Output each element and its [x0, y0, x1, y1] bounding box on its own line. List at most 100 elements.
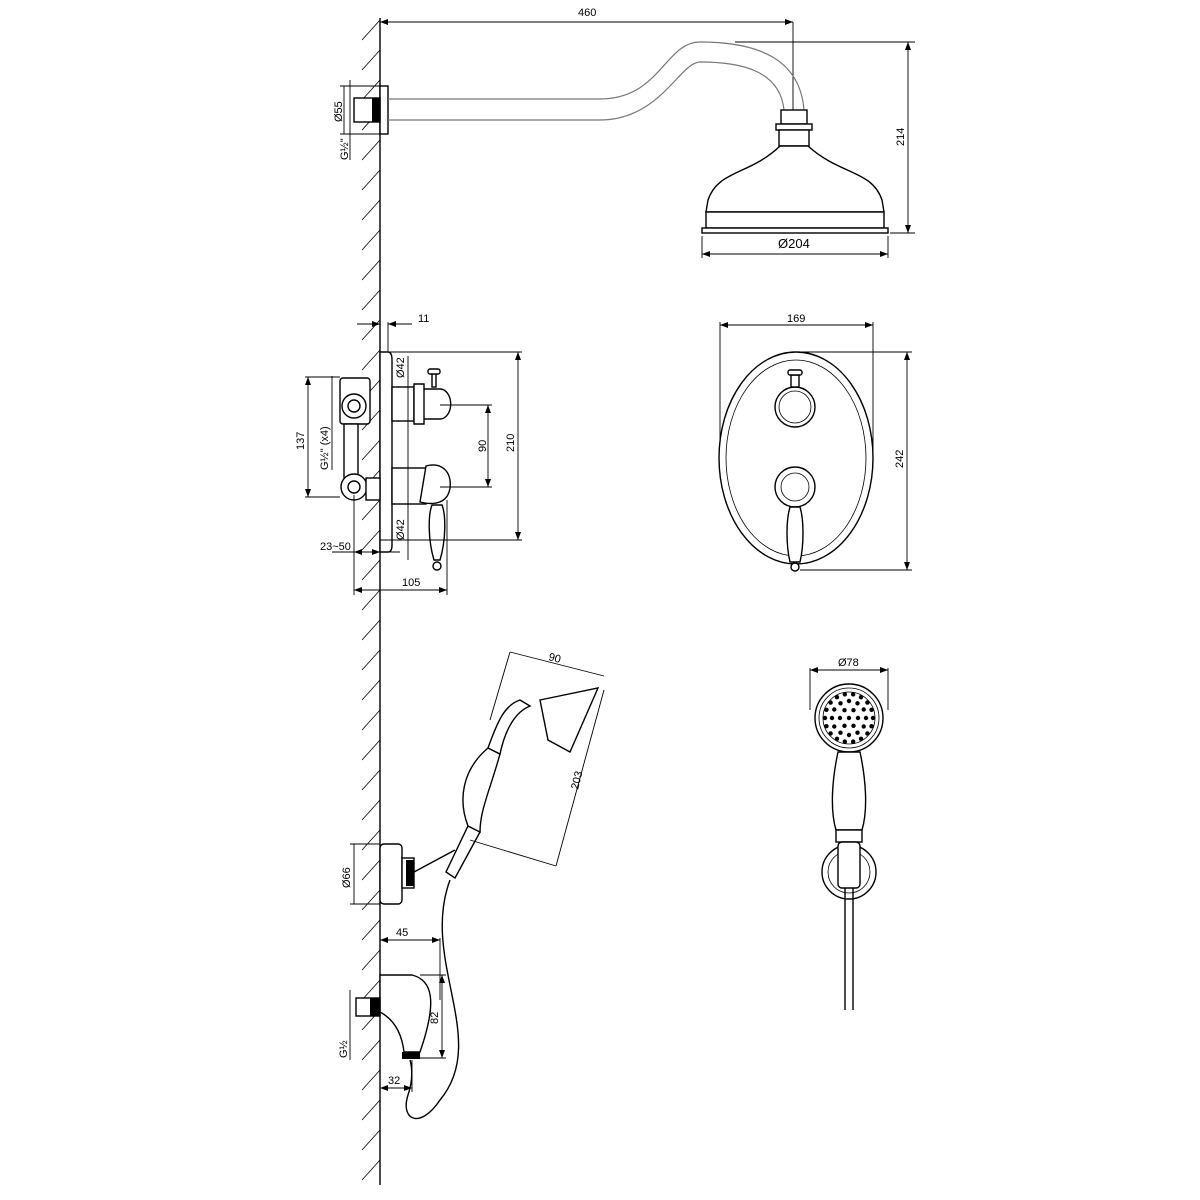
hand-shower-handle — [462, 747, 501, 834]
wall-outlet — [379, 974, 432, 1053]
wall-hatch-line — [361, 769, 381, 791]
nozzle — [850, 739, 856, 744]
wall-hatch-line — [361, 499, 381, 521]
hand-shower-front-view: Ø78 — [809, 657, 889, 1010]
head-width-label: 90 — [547, 651, 562, 666]
wall-hatch-line — [361, 19, 381, 41]
outlet-depth-label: 45 — [396, 927, 408, 939]
hand-shower-length-label: 203 — [569, 770, 585, 791]
holder-flange — [379, 843, 403, 905]
nozzle — [842, 723, 847, 728]
wall-hatch-line — [361, 799, 381, 821]
shower-head — [705, 145, 885, 213]
wall-hatch-line — [361, 79, 381, 101]
wall-hatch-line — [361, 979, 381, 1001]
nozzle — [858, 736, 864, 741]
plate-height-label: 210 — [505, 434, 517, 452]
mixer-thread-label: G½" (x4) — [319, 426, 331, 470]
head-diameter-label: Ø204 — [778, 236, 810, 251]
wall-hatch-line — [361, 199, 381, 221]
plate-depth-label: 11 — [418, 313, 429, 325]
nozzle — [842, 739, 848, 744]
wall-hatch-line — [361, 649, 381, 671]
nozzle — [858, 695, 864, 700]
wall-hatch-line — [361, 889, 381, 911]
outlet-height-label: 82 — [429, 1012, 441, 1024]
nozzle — [869, 707, 874, 712]
knob-spacing-label: 90 — [477, 440, 489, 452]
nozzle — [842, 692, 848, 697]
nozzle — [838, 701, 843, 706]
nozzle — [822, 715, 828, 721]
wall-flange — [379, 85, 389, 135]
wall-hatch-line — [361, 739, 381, 761]
arm-length-label: 460 — [578, 7, 596, 19]
hand-shower-side-view: Ø66 90 203 — [341, 651, 605, 1120]
wall-hatch-line — [361, 1099, 381, 1121]
front-head-diameter-label: Ø78 — [838, 657, 859, 669]
wall-hatch-line — [361, 559, 381, 581]
wall-hatch-line — [361, 139, 381, 161]
outlet-thread-label: G½ — [338, 1040, 350, 1058]
wall-hatch-line — [361, 439, 381, 461]
nozzle — [824, 724, 829, 729]
nozzle — [834, 695, 840, 700]
shower-arm-view: 460 Ø55 G½" Ø204 214 — [333, 7, 915, 258]
front-handle — [831, 751, 867, 831]
nozzle — [846, 698, 852, 704]
wall-hatch-line — [361, 679, 381, 701]
nozzle — [824, 707, 829, 712]
wall-hatch-line — [361, 169, 381, 191]
front-width-label: 169 — [787, 313, 805, 325]
nozzle — [870, 715, 876, 721]
nozzle — [850, 692, 856, 697]
nozzle — [832, 707, 837, 712]
front-height-label: 242 — [894, 450, 906, 468]
wall-hatch-line — [361, 349, 381, 371]
nozzle — [842, 708, 847, 713]
wall-hatch-line — [361, 1159, 381, 1181]
nozzle — [838, 730, 843, 735]
nozzle — [829, 715, 835, 721]
nozzle — [834, 736, 840, 741]
nozzle — [861, 724, 866, 729]
nozzle — [861, 707, 866, 712]
wall-hatch-line — [361, 829, 381, 851]
wall-hatch-line — [361, 709, 381, 731]
flange-diameter-label: Ø55 — [333, 101, 345, 122]
nozzle — [851, 723, 856, 728]
wall-hatch-line — [361, 229, 381, 251]
wall-hatch-line — [361, 409, 381, 431]
wall-hatch-line — [361, 289, 381, 311]
nozzle — [846, 715, 852, 721]
body-height-label: 137 — [295, 432, 307, 450]
wall-hatch-line — [361, 1129, 381, 1151]
nozzle — [863, 715, 869, 721]
wall-outlet-view: 45 82 G½ 32 — [338, 927, 446, 1092]
mixer-side-view: 11 210 90 Ø42 Ø42 137 G½" (x4) — [295, 313, 522, 595]
hand-shower-head — [539, 687, 600, 753]
install-depth-label: 23~50 — [320, 541, 351, 553]
nozzle — [855, 701, 860, 706]
nozzle — [855, 730, 860, 735]
mixer-lever — [428, 504, 446, 561]
wall-hatch-line — [361, 859, 381, 881]
mixer-front-view: 169 242 — [718, 313, 912, 572]
lower-knob-diameter-label: Ø42 — [395, 519, 407, 540]
nozzle — [828, 700, 833, 705]
wall-hatch-line — [361, 589, 381, 611]
nozzle — [869, 724, 874, 729]
nozzle — [851, 708, 856, 713]
wall-hatch-line — [361, 529, 381, 551]
upper-knob-diameter-label: Ø42 — [395, 357, 407, 378]
nozzle — [846, 732, 852, 738]
total-depth-label: 105 — [402, 577, 420, 589]
wall-hatch-line — [361, 49, 381, 71]
nozzle — [837, 715, 843, 721]
nozzle — [832, 724, 837, 729]
outlet-offset-label: 32 — [388, 1075, 400, 1087]
arm-height-label: 214 — [895, 128, 907, 146]
nozzle — [855, 715, 861, 721]
